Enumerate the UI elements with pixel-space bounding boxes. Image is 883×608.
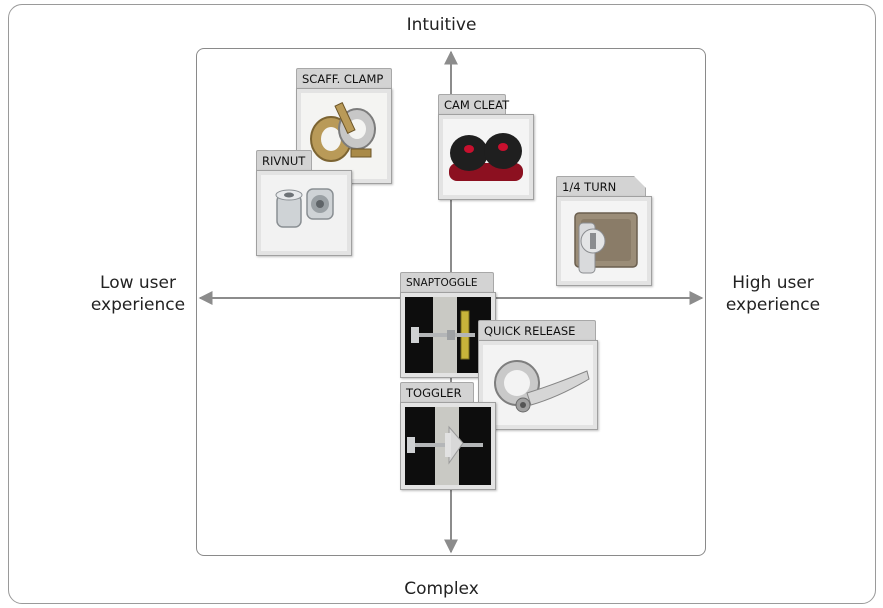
item-label: 1/4 TURN xyxy=(556,176,646,196)
item-scaff-clamp: SCAFF. CLAMP xyxy=(296,68,392,184)
item-label: QUICK RELEASE xyxy=(478,320,596,340)
axis-label-right-line1: High user xyxy=(732,273,814,293)
axis-label-left: Low user experience xyxy=(80,272,196,316)
snaptoggle-anchor-icon xyxy=(405,297,491,373)
item-rivnut: RIVNUT xyxy=(256,150,352,256)
quadrant-frame xyxy=(196,48,706,556)
item-cam-cleat: CAM CLEAT xyxy=(438,94,534,200)
item-quarter-turn: 1/4 TURN xyxy=(556,176,652,286)
axis-label-right: High user experience xyxy=(708,272,838,316)
item-label: TOGGLER xyxy=(400,382,474,402)
outer-frame xyxy=(8,4,876,604)
item-toggler: TOGGLER xyxy=(400,382,496,490)
toggler-anchor-icon xyxy=(405,407,491,485)
axis-label-left-line1: Low user xyxy=(100,273,176,293)
item-quick-release: QUICK RELEASE xyxy=(478,320,598,430)
item-label: SNAPTOGGLE xyxy=(400,272,494,292)
scaffold-clamp-icon xyxy=(301,93,387,179)
rivnut-icon xyxy=(261,175,347,251)
axis-label-left-line2: experience xyxy=(90,295,186,315)
axis-label-right-line2: experience xyxy=(725,295,821,315)
item-label: RIVNUT xyxy=(256,150,312,170)
quick-release-clamp-icon xyxy=(483,345,593,425)
axis-label-top: Intuitive xyxy=(406,15,477,35)
axis-label-bottom: Complex xyxy=(404,579,479,599)
cam-cleat-icon xyxy=(443,119,529,195)
quarter-turn-latch-icon xyxy=(561,201,647,281)
item-label: CAM CLEAT xyxy=(438,94,509,114)
item-label: SCAFF. CLAMP xyxy=(296,68,392,88)
